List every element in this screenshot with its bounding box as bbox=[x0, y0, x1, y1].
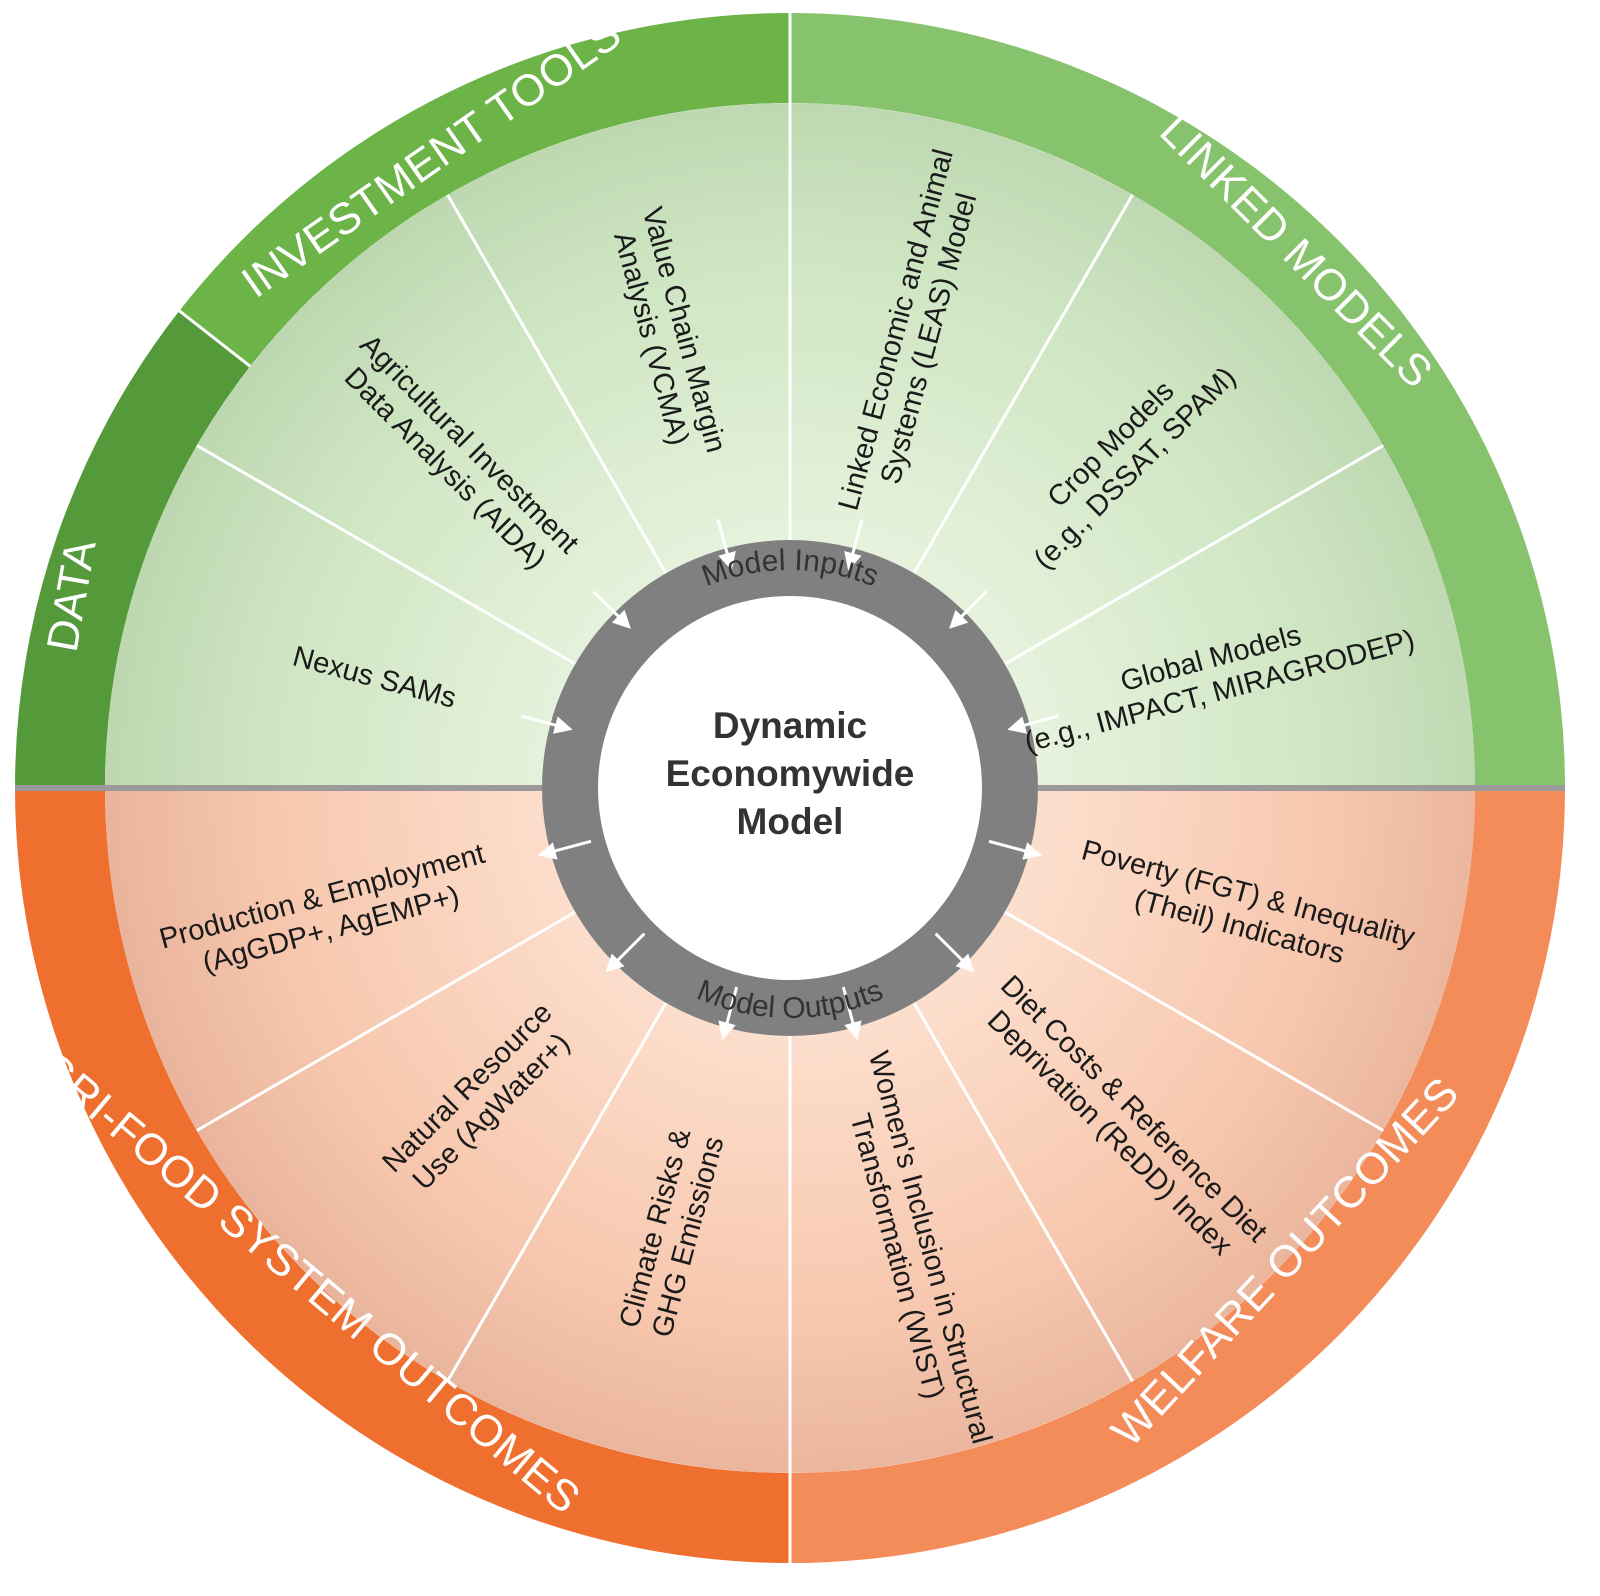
ring-segment-agrifood-outcomes bbox=[15, 788, 790, 1563]
center-title-line-2: Economywide bbox=[666, 753, 915, 794]
output-arrow bbox=[718, 986, 739, 1041]
input-arrow bbox=[1007, 714, 1059, 734]
spoke-divider bbox=[446, 1002, 668, 1382]
input-arrow bbox=[844, 519, 864, 571]
output-arrow bbox=[988, 839, 1043, 860]
ring-divider bbox=[178, 309, 252, 368]
spoke-divider bbox=[1004, 910, 1384, 1132]
model-hub bbox=[542, 540, 1038, 1036]
ring-segment-welfare-outcomes bbox=[790, 788, 1565, 1563]
center-title-line-3: Model bbox=[737, 801, 844, 842]
spoke-divider bbox=[912, 194, 1134, 574]
spoke-divider bbox=[1004, 444, 1384, 666]
spoke-divider bbox=[196, 910, 576, 1132]
center-title: Dynamic Economywide Model bbox=[666, 705, 915, 842]
spoke-divider bbox=[446, 194, 668, 574]
output-arrow bbox=[605, 932, 646, 973]
input-arrow bbox=[521, 714, 573, 734]
input-arrow bbox=[716, 519, 736, 571]
spoke-divider bbox=[196, 444, 576, 666]
flow-arrows bbox=[521, 519, 1059, 1041]
input-arrow bbox=[949, 590, 988, 629]
ring-segment-data bbox=[15, 310, 251, 788]
spoke-divider bbox=[912, 1002, 1134, 1382]
output-arrow bbox=[841, 986, 862, 1041]
ring-segment-investment-tools bbox=[179, 13, 790, 367]
outer-category-ring bbox=[15, 13, 1565, 1563]
input-arrow bbox=[592, 590, 631, 629]
spoke-dividers bbox=[15, 13, 1565, 1563]
center-title-line-1: Dynamic bbox=[713, 705, 867, 746]
ring-segment-linked-models bbox=[790, 13, 1565, 788]
hub-center-circle bbox=[598, 596, 982, 980]
output-arrow bbox=[537, 839, 592, 860]
output-arrow bbox=[934, 932, 975, 973]
